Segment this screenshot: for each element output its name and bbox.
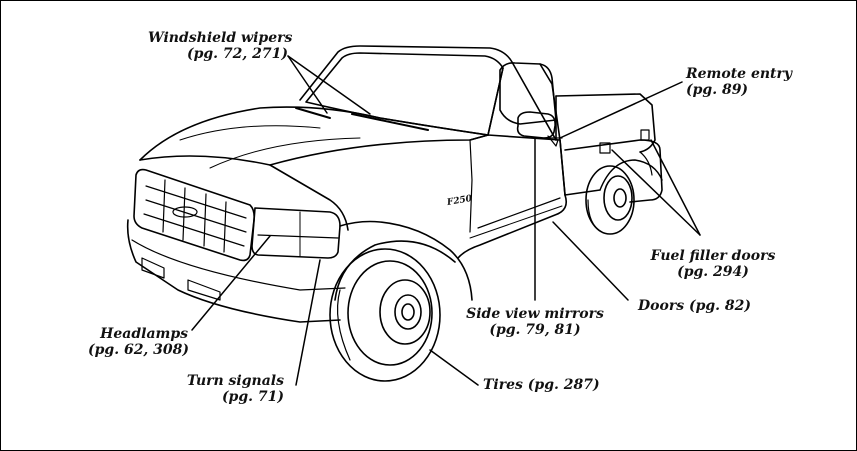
turn-signals-leader xyxy=(295,259,321,386)
doors-callout: Doors (pg. 82) xyxy=(638,298,751,314)
turn-signals-title: Turn signals xyxy=(186,373,284,389)
mirrors-title: Side view mirrors xyxy=(466,306,604,322)
mirrors-pages: (pg. 79, 81) xyxy=(489,322,581,338)
remote-entry-callout: Remote entry (pg. 89) xyxy=(686,66,792,98)
wipers-leader-1 xyxy=(287,55,328,114)
remote-entry-leader xyxy=(559,81,683,139)
tires-callout: Tires (pg. 287) xyxy=(483,377,600,393)
headlamps-callout: Headlamps (pg. 62, 308) xyxy=(88,326,190,358)
fuel-doors-leader-2 xyxy=(650,139,701,236)
wipers-callout: Windshield wipers (pg. 72, 271) xyxy=(148,30,293,62)
fuel-doors-callout: Fuel filler doors (pg. 294) xyxy=(648,248,778,280)
remote-entry-title: Remote entry xyxy=(686,66,793,82)
mirrors-callout: Side view mirrors (pg. 79, 81) xyxy=(460,306,610,338)
wipers-pages: (pg. 72, 271) xyxy=(186,46,288,62)
fuel-doors-title: Fuel filler doors xyxy=(650,248,776,264)
leader-lines xyxy=(191,55,701,386)
headlamps-leader xyxy=(191,235,271,331)
front-wheel xyxy=(329,248,441,382)
rear-wheel xyxy=(585,165,635,235)
wipers-title: Windshield wipers xyxy=(148,30,293,46)
turn-signals-callout: Turn signals (pg. 71) xyxy=(180,373,284,405)
headlamps-title: Headlamps xyxy=(100,326,188,342)
fuel-doors-leader-1 xyxy=(611,149,701,236)
doors-title: Doors (pg. 82) xyxy=(638,298,752,314)
tires-leader xyxy=(429,349,479,386)
remote-entry-pages: (pg. 89) xyxy=(686,82,749,98)
headlamps-pages: (pg. 62, 308) xyxy=(88,342,190,358)
fuel-doors-pages: (pg. 294) xyxy=(677,264,749,280)
turn-signals-pages: (pg. 71) xyxy=(221,389,284,405)
wipers-leader-2 xyxy=(287,55,371,115)
truck-body xyxy=(126,45,663,323)
doors-leader xyxy=(552,221,629,301)
tires-title: Tires (pg. 287) xyxy=(483,377,600,393)
